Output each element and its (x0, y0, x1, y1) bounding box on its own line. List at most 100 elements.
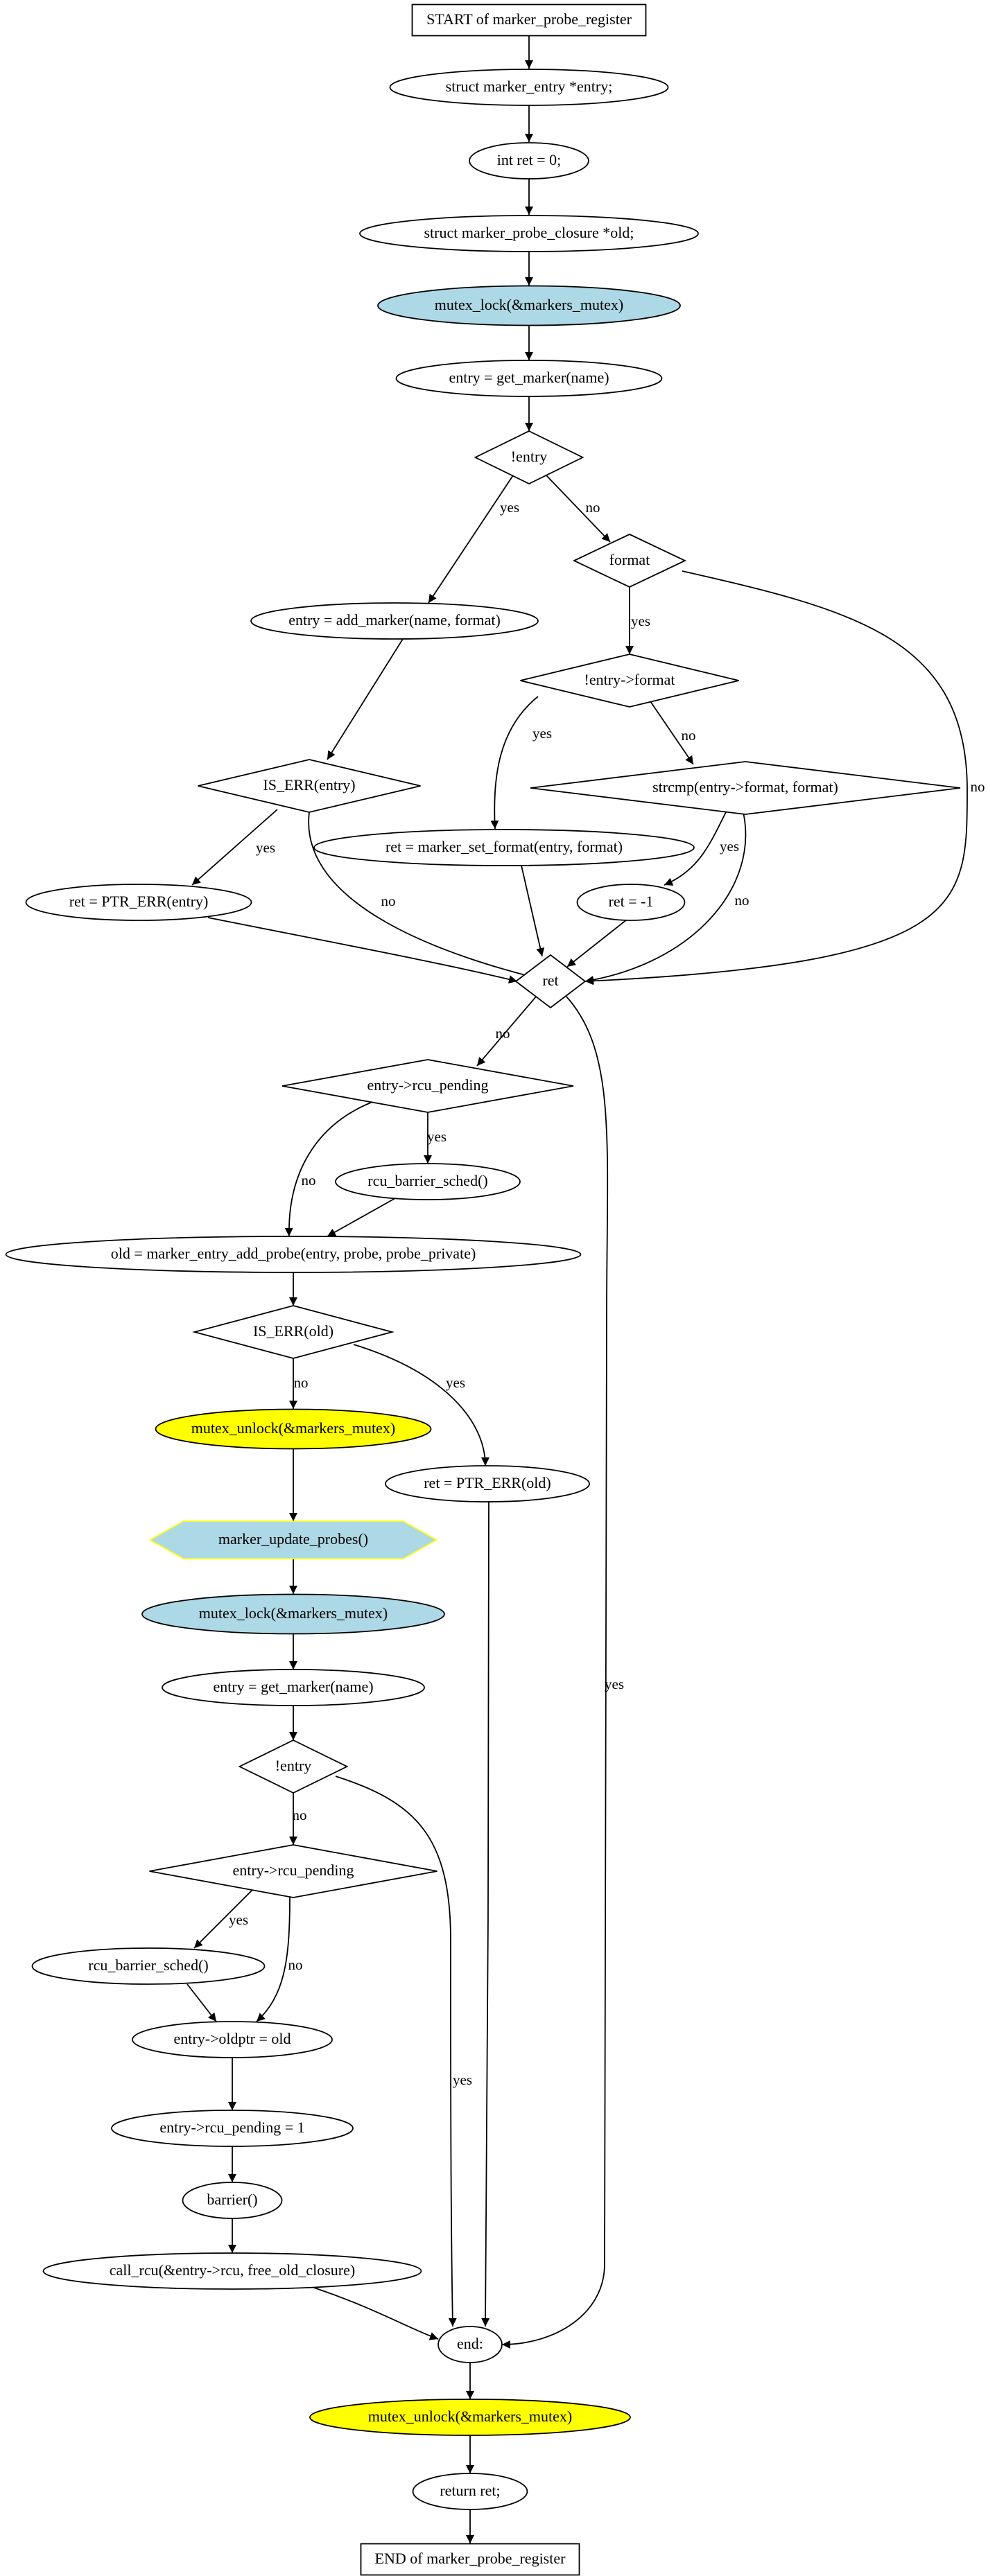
node-if_entry1-shape (474, 430, 584, 485)
edge-label-if_format-to-if_ret: no (971, 778, 985, 795)
node-if_rcu2-label: entry->rcu_pending (233, 1861, 354, 1879)
node-lock1-label: mutex_lock(&markers_mutex) (435, 296, 623, 313)
node-barrier_sched1: rcu_barrier_sched() (335, 1163, 521, 1200)
edge-if_eformat-to-set_format (490, 696, 539, 830)
node-set_format-label: ret = marker_set_format(entry, format) (385, 838, 623, 855)
edge-label-if_eformat-to-set_format: yes (532, 725, 552, 742)
edge-if_rcu2-to-oldptr (256, 1897, 291, 2022)
node-if_eformat-label: !entry->format (584, 671, 675, 688)
node-add_probe: old = marker_entry_add_probe(entry, prob… (5, 1236, 582, 1273)
edge-if_ret-to-if_rcu1 (476, 995, 537, 1067)
node-if_format: format (572, 534, 687, 588)
node-get2-shape (162, 1669, 425, 1706)
edge-add_marker-to-if_iserr1 (327, 638, 404, 760)
edge-label-if_rcu1-to-barrier_sched1: yes (427, 1128, 447, 1145)
edge-label-if_rcu2-to-barrier_sched2: yes (229, 1911, 248, 1928)
node-if_rcu2-shape (149, 1844, 437, 1898)
node-get2: entry = get_marker(name) (162, 1669, 425, 1706)
node-rcu_set: entry->rcu_pending = 1 (111, 2110, 354, 2147)
node-barrier-shape (182, 2182, 283, 2219)
node-if_eformat: !entry->format (520, 654, 739, 708)
node-if_format-shape (572, 534, 687, 588)
edge-if_iserr1-to-if_ret (308, 812, 551, 984)
node-if_entry2-label: !entry (275, 1757, 312, 1774)
node-if_rcu1-shape (281, 1059, 574, 1113)
node-lock2-label: mutex_lock(&markers_mutex) (199, 1604, 388, 1622)
node-barrier_sched2-label: rcu_barrier_sched() (88, 1956, 208, 1974)
edge-label-if_strcmp-to-if_ret: no (735, 892, 749, 909)
node-lock2: mutex_lock(&markers_mutex) (141, 1593, 445, 1635)
node-if_eformat-shape (520, 654, 739, 708)
edge-label-if_ret-to-if_rcu1: no (496, 1025, 510, 1042)
node-call_rcu-label: call_rcu(&entry->rcu, free_old_closure) (110, 2261, 355, 2279)
node-add_marker-label: entry = add_marker(name, format) (288, 611, 501, 629)
node-if_entry2: !entry (238, 1739, 349, 1794)
edge-if_ret-to-end_label (501, 996, 609, 2349)
edge-label-if_rcu2-to-oldptr: no (288, 1956, 303, 1973)
edge-label-if_iserr2-to-ptr_err2: yes (446, 1374, 465, 1391)
node-if_iserr1-label: IS_ERR(entry) (263, 776, 355, 794)
node-call_rcu: call_rcu(&entry->rcu, free_old_closure) (42, 2252, 422, 2290)
node-decl_old-label: struct marker_probe_closure *old; (424, 224, 634, 241)
node-rcu_set-shape (111, 2110, 354, 2147)
node-barrier_sched2-shape (31, 1947, 266, 1985)
edge-if_entry2-to-end_label (335, 1776, 457, 2327)
edge-set_format-to-if_ret (521, 865, 545, 957)
edge-label-if_rcu1-to-add_probe: no (302, 1172, 316, 1189)
node-update-label: marker_update_probes() (218, 1530, 368, 1548)
node-unlock2-label: mutex_unlock(&markers_mutex) (368, 2408, 572, 2425)
node-call_rcu-shape (42, 2252, 422, 2290)
node-decl_entry-label: struct marker_entry *entry; (446, 78, 613, 95)
node-get1-shape (395, 360, 663, 397)
node-if_rcu1-label: entry->rcu_pending (367, 1076, 489, 1094)
edge-label-if_eformat-to-if_strcmp: no (682, 727, 696, 744)
node-decl_ret-label: int ret = 0; (497, 151, 561, 168)
edge-label-if_iserr2-to-unlock1: no (294, 1374, 309, 1391)
edge-call_rcu-to-end_label (311, 2286, 439, 2340)
node-if_ret: ret (514, 954, 587, 1009)
node-if_entry1-label: !entry (511, 448, 548, 465)
node-get1: entry = get_marker(name) (395, 360, 663, 397)
node-if_rcu1: entry->rcu_pending (281, 1059, 574, 1113)
node-ptr_err2: ret = PTR_ERR(old) (385, 1465, 590, 1502)
edge-label-if_entry1-to-if_format: no (586, 499, 600, 516)
node-decl_old: struct marker_probe_closure *old; (359, 215, 699, 252)
edge-label-if_entry2-to-end_label: yes (453, 2071, 472, 2088)
node-add_probe-label: old = marker_entry_add_probe(entry, prob… (111, 1245, 476, 1262)
edge-label-if_iserr1-to-ptr_err1: yes (256, 839, 275, 856)
node-add_marker-shape (250, 602, 539, 640)
edge-label-if_iserr1-to-if_ret: no (381, 893, 396, 909)
node-ptr_err1-label: ret = PTR_ERR(entry) (69, 893, 209, 910)
node-decl_ret: int ret = 0; (469, 142, 589, 179)
node-decl_entry: struct marker_entry *entry; (389, 69, 669, 106)
node-ptr_err2-shape (385, 1465, 590, 1502)
node-set_format-shape (313, 829, 695, 866)
edge-ptr_err1-to-if_ret (207, 917, 518, 983)
node-return_ret-shape (412, 2473, 528, 2510)
node-update-shape (148, 1521, 438, 1559)
node-unlock1: mutex_unlock(&markers_mutex) (155, 1408, 432, 1450)
edge-if_format-to-if_ret (584, 570, 968, 985)
edge-ret_m1-to-if_ret (566, 919, 627, 967)
node-unlock2-shape (309, 2399, 631, 2436)
node-if_strcmp-shape (530, 761, 961, 815)
node-if_ret-shape (514, 954, 587, 1009)
node-if_rcu2: entry->rcu_pending (149, 1844, 437, 1898)
node-decl_entry-shape (389, 69, 669, 106)
node-ret_m1-shape (576, 884, 686, 921)
node-set_format: ret = marker_set_format(entry, format) (313, 829, 695, 866)
edge-if_entry1-to-add_marker (428, 475, 514, 604)
node-if_format-label: format (609, 551, 650, 568)
node-end-label: END of marker_probe_register (375, 2550, 566, 2567)
node-decl_ret-shape (469, 142, 589, 179)
node-barrier_sched2: rcu_barrier_sched() (31, 1947, 266, 1985)
edge-if_entry1-to-if_format (546, 475, 611, 543)
node-lock1: mutex_lock(&markers_mutex) (377, 285, 681, 326)
node-lock2-shape (141, 1593, 445, 1635)
node-barrier_sched1-shape (335, 1163, 521, 1200)
edge-barrier_sched2-to-oldptr (187, 1983, 217, 2022)
node-ptr_err1-shape (25, 884, 252, 921)
node-oldptr: entry->oldptr = old (132, 2021, 333, 2058)
